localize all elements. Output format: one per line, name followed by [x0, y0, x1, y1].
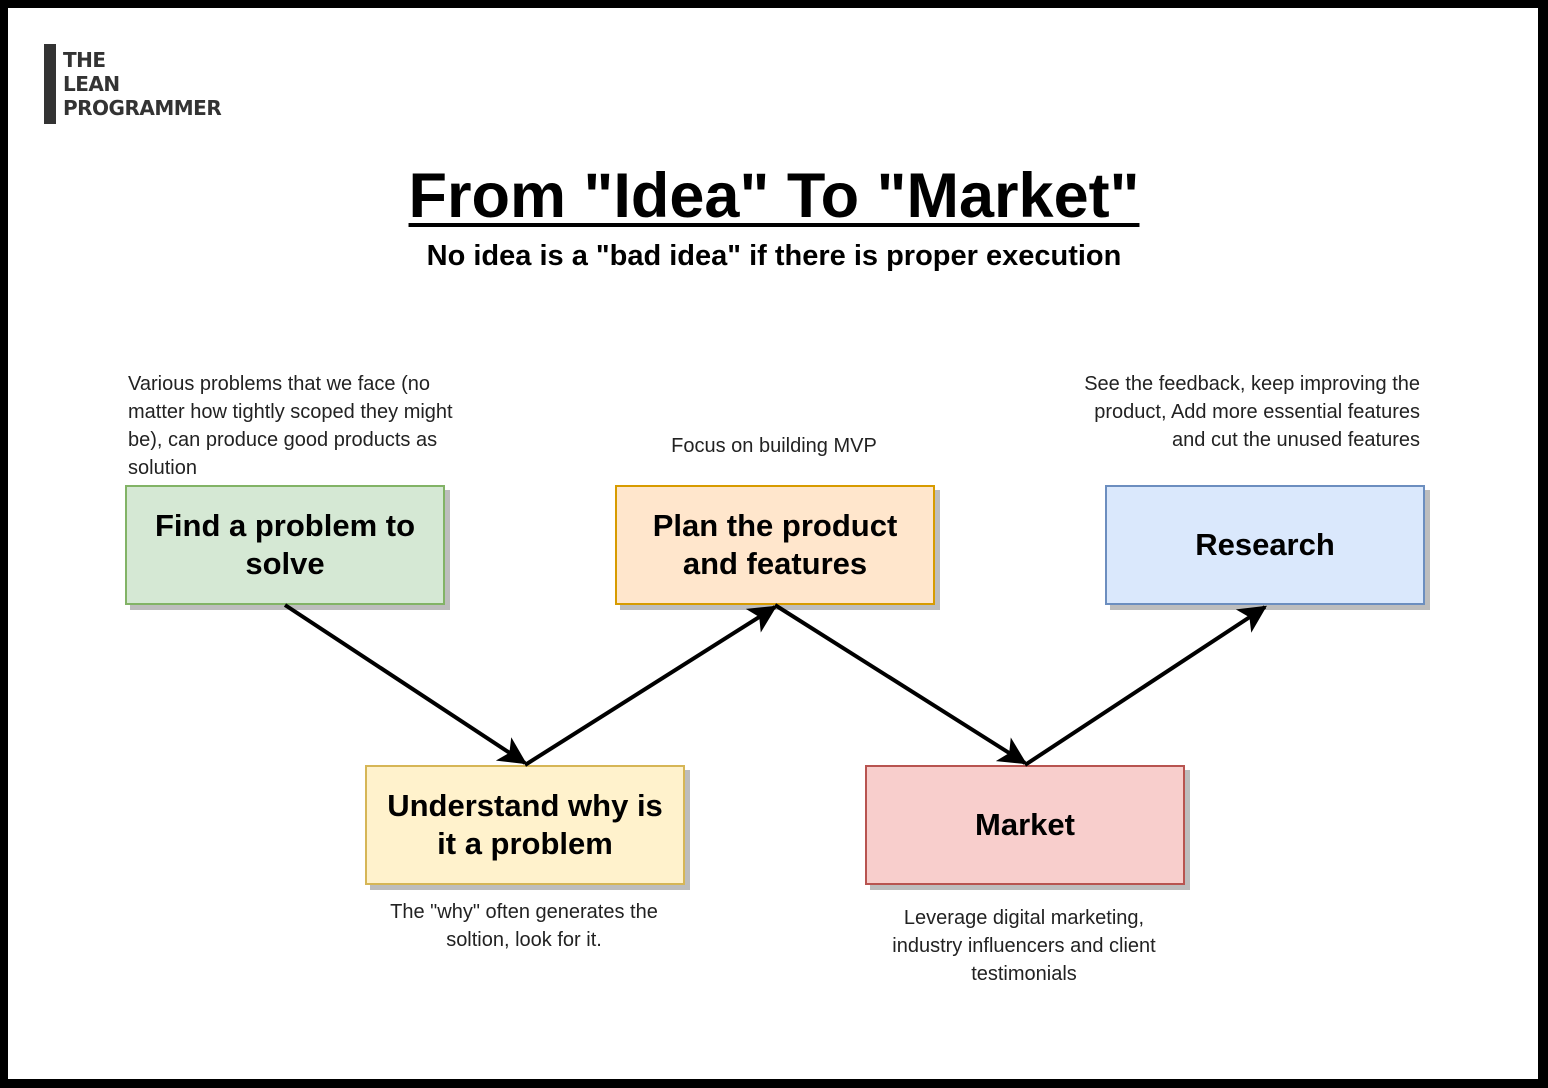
arrow-plan-to-market — [773, 603, 1027, 765]
research-note: See the feedback, keep improving the pro… — [1084, 373, 1420, 451]
step-research-label: Research — [1195, 527, 1335, 562]
step-plan-product-label: Plan the product and features — [652, 508, 898, 581]
logo-line-3: PROGRAMMER — [63, 96, 222, 120]
understand-note: The "why" often generates the soltion, l… — [390, 901, 658, 951]
page-subtitle: No idea is a "bad idea" if there is prop… — [426, 240, 1122, 272]
step-market: Market — [865, 765, 1185, 885]
logo-bar — [44, 44, 56, 124]
arrow-find-to-understand — [283, 603, 527, 765]
step-research: Research — [1105, 485, 1425, 605]
market-note: Leverage digital marketing, industry inf… — [892, 907, 1156, 985]
arrow-understand-to-plan — [523, 605, 777, 767]
logo-text: THE LEAN PROGRAMMER — [63, 48, 263, 120]
page-title: From "Idea" To "Market" — [408, 161, 1140, 231]
step-understand-problem-label: Understand why is it a problem — [387, 788, 663, 861]
step-find-problem: Find a problem to solve — [125, 485, 445, 605]
logo-line-1: THE — [63, 48, 106, 72]
step-plan-product: Plan the product and features — [615, 485, 935, 605]
step-understand-problem: Understand why is it a problem — [365, 765, 685, 885]
step-market-label: Market — [975, 807, 1075, 842]
logo-line-2: LEAN — [63, 72, 120, 96]
plan-note: Focus on building MVP — [671, 435, 877, 457]
find-note: Various problems that we face (no matter… — [128, 373, 453, 479]
arrow-market-to-research — [1023, 605, 1267, 767]
step-find-problem-label: Find a problem to solve — [154, 508, 416, 581]
